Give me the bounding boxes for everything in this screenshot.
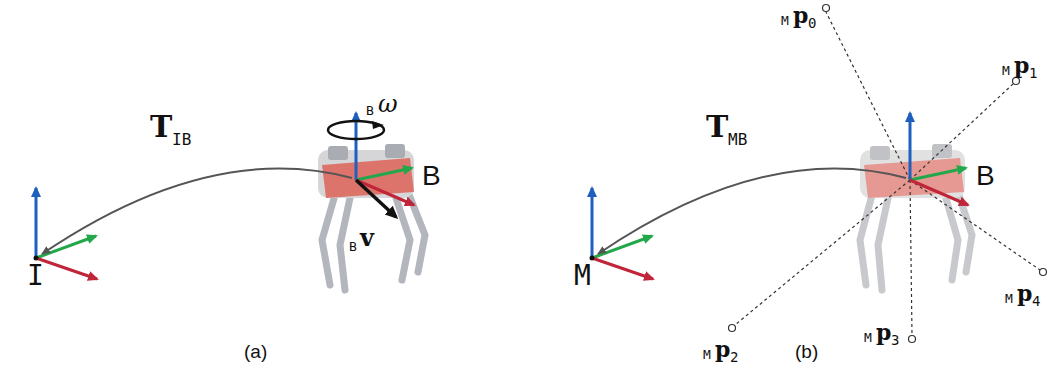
panel-label: (a) [244, 342, 267, 361]
transform-arc [42, 169, 352, 255]
frame-axes [356, 113, 414, 205]
transform-symbol: T [706, 112, 728, 142]
angular-velocity-arc [328, 121, 384, 139]
transform-subscript: MB [728, 132, 747, 148]
point-index: 2 [730, 350, 738, 364]
frame-label: B [422, 162, 441, 190]
frame-label: I [27, 262, 44, 290]
point-index: 3 [891, 333, 899, 347]
frame-prefix: M [703, 348, 711, 361]
transform-symbol: T [150, 112, 172, 142]
frame-axes [910, 113, 968, 205]
frame-prefix: M [1005, 292, 1013, 305]
point-index: 4 [1032, 294, 1040, 308]
robot-illustration [860, 144, 972, 290]
point-index: 1 [1029, 66, 1037, 80]
frame-prefix: B [366, 104, 374, 117]
angular-velocity-symbol: ω [378, 92, 398, 116]
point-symbol: p [1017, 282, 1032, 304]
frame-label: B [976, 162, 995, 190]
point-index: 0 [808, 16, 816, 30]
frame-label: M [574, 262, 591, 290]
point-symbol: p [715, 338, 730, 360]
point-symbol: p [876, 321, 891, 343]
frame-prefix: M [864, 331, 872, 344]
robot-illustration [318, 144, 425, 290]
frame-axes [590, 188, 654, 279]
frame-prefix: M [1002, 64, 1010, 77]
velocity-symbol: v [360, 226, 374, 250]
transform-subscript: IB [172, 132, 191, 148]
angular-velocity-head [372, 121, 384, 129]
transform-arc [598, 169, 906, 255]
point-symbol: p [793, 4, 808, 26]
panel-label: (b) [795, 342, 818, 361]
frame-prefix: B [349, 240, 357, 253]
frame-prefix: M [781, 14, 789, 27]
velocity-arrow [356, 180, 396, 217]
point-symbol: p [1014, 54, 1029, 76]
